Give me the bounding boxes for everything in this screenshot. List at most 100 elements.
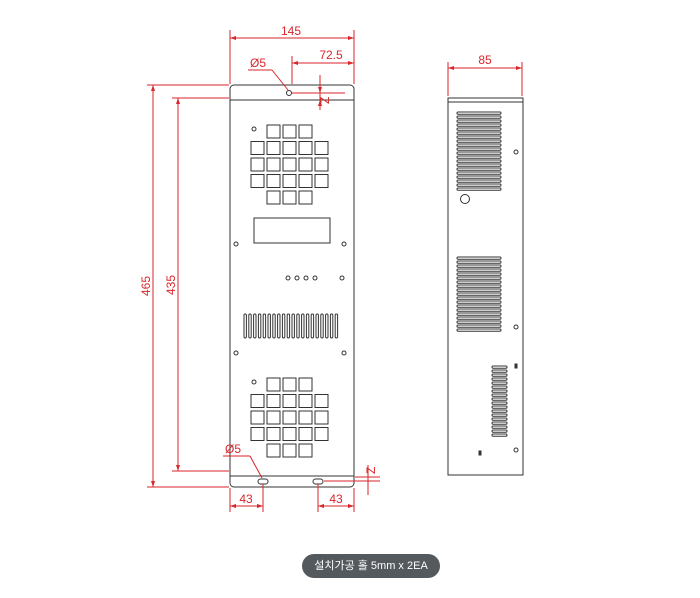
keypad-key: [250, 157, 265, 172]
keypad-key: [298, 124, 313, 139]
keypad-key: [298, 394, 313, 408]
vent-slot: [291, 313, 295, 339]
vent-slot: [456, 328, 502, 332]
indicator-led: [303, 275, 309, 281]
vent-slot: [456, 135, 502, 139]
vent-slot: [456, 171, 502, 175]
vent-slot: [456, 179, 502, 183]
vent-slot: [456, 268, 502, 272]
vent-slot: [456, 115, 502, 119]
vent-slot: [491, 373, 508, 377]
vent-slot: [491, 377, 508, 381]
vent-slot: [456, 163, 502, 167]
keypad-key: [282, 443, 297, 458]
keypad-key: [282, 157, 297, 172]
keypad-key: [298, 190, 313, 205]
side-small-mark: [514, 363, 518, 369]
keypad-key: [266, 157, 281, 172]
vent-slot: [491, 417, 508, 421]
vent-slot: [310, 313, 315, 339]
dim-offset-left-label: 43: [239, 492, 253, 506]
vent-slot: [491, 433, 508, 437]
vent-slot: [491, 421, 508, 425]
screw: [341, 350, 347, 356]
vent-slot: [456, 187, 502, 191]
vent-slot: [456, 111, 502, 115]
keypad-key: [282, 410, 297, 425]
keypad-key: [250, 394, 265, 408]
vent-slot: [456, 139, 502, 143]
vent-slot: [456, 131, 502, 135]
vent-slot: [267, 313, 271, 339]
side-panel-outline: [447, 97, 524, 476]
keypad-key: [266, 174, 281, 188]
side-vent-top: [456, 111, 502, 191]
vent-slot: [456, 284, 502, 288]
keypad-key: [314, 394, 329, 408]
dim-offset-right-label: 43: [329, 492, 343, 506]
front-view: [229, 84, 355, 488]
vent-slot: [456, 272, 502, 276]
vent-slot: [456, 264, 502, 268]
keypad-key: [266, 124, 281, 139]
vent-slot: [456, 316, 502, 320]
vent-slot: [456, 256, 502, 260]
display-window: [253, 217, 331, 244]
keypad-key: [266, 410, 281, 425]
keypad-key: [298, 443, 313, 458]
vent-slot: [491, 401, 508, 405]
vent-slot: [456, 147, 502, 151]
keypad-key: [282, 427, 297, 441]
keypad-key: [250, 427, 265, 441]
vent-slot: [456, 300, 502, 304]
vent-slot: [456, 320, 502, 324]
vent-slot: [491, 365, 508, 369]
side-screw: [513, 149, 519, 155]
keypad-key: [298, 377, 313, 392]
keypad-bottom: [250, 377, 329, 458]
vent-slot: [491, 409, 508, 413]
vent-slot: [272, 313, 276, 339]
caption-badge: 설치가공 홀 5mm x 2EA: [302, 554, 440, 578]
keypad-key: [314, 174, 329, 188]
vent-slot: [320, 313, 324, 339]
vent-slot: [456, 292, 502, 296]
screw: [251, 379, 257, 385]
keypad-key: [266, 141, 281, 155]
dimension-lines: [147, 30, 523, 512]
keypad-key: [266, 427, 281, 441]
dim-hole-height-label: 435: [164, 275, 178, 295]
vent-slot: [325, 313, 329, 339]
mounting-slot-bottom-right: [312, 478, 324, 485]
vent-slot: [456, 308, 502, 312]
side-screw: [513, 324, 519, 330]
indicator-led: [285, 275, 291, 281]
vent-slot: [456, 159, 502, 163]
vent-slot: [491, 389, 508, 393]
dim-z-top-label: Z: [318, 97, 332, 104]
front-panel-outline: [229, 84, 355, 488]
keypad-key: [266, 394, 281, 408]
vent-slot: [315, 313, 319, 339]
keypad-key: [298, 410, 313, 425]
dim-width-label: 145: [281, 24, 301, 38]
vent-slot: [456, 288, 502, 292]
keypad-key: [266, 443, 281, 458]
vent-slot: [248, 313, 252, 339]
side-port-hole: [460, 194, 470, 204]
vent-slot: [491, 405, 508, 409]
mounting-slot-bottom-left: [257, 478, 269, 485]
dim-z-bottom-label: Z: [364, 467, 378, 474]
dim-half-width-label: 72.5: [319, 48, 343, 62]
vent-slot: [301, 313, 305, 339]
keypad-key: [266, 377, 281, 392]
vent-slot: [456, 167, 502, 171]
keypad-key: [298, 427, 313, 441]
vent-slot: [456, 119, 502, 123]
vent-slot: [456, 143, 502, 147]
screw: [251, 126, 257, 132]
vent-slot: [456, 276, 502, 280]
vent-slot: [257, 313, 262, 339]
front-vent-slots: [243, 313, 339, 339]
vent-slot: [491, 369, 508, 373]
